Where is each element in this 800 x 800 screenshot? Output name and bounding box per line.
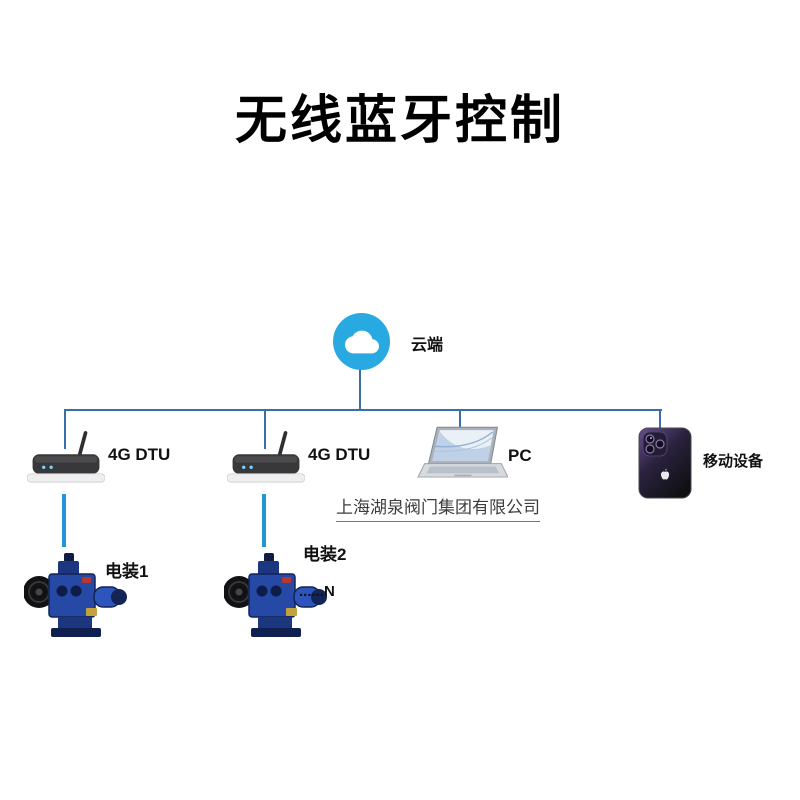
router-icon (26, 427, 106, 494)
dtu1-label: 4G DTU (108, 445, 171, 464)
line-dtu1-to-actuator1 (62, 494, 66, 547)
line-bus-to-mobile (659, 409, 661, 431)
actuator2-label: 电装2 (303, 545, 347, 564)
line-bus-to-dtu2 (264, 409, 266, 449)
electric-actuator-icon (223, 550, 328, 647)
actuator1-label: 电装1 (105, 562, 149, 581)
smartphone-icon (635, 427, 695, 504)
router-icon (226, 427, 306, 494)
electric-actuator-icon (23, 550, 128, 647)
actuator2-sublabel: ......N (299, 583, 335, 600)
cloud-glyph (344, 330, 379, 353)
line-bus-to-dtu1 (64, 409, 66, 449)
line-dtu2-to-actuator2 (262, 494, 266, 547)
page-title: 无线蓝牙控制 (234, 92, 565, 150)
laptop-icon (416, 426, 509, 489)
cloud-label: 云端 (411, 337, 444, 354)
pc-label: PC (508, 446, 532, 465)
line-bus-to-pc (459, 409, 461, 433)
line-cloud-to-bus (359, 368, 361, 410)
bus-line (64, 409, 662, 411)
company-watermark: 上海湖泉阀门集团有限公司 (336, 493, 540, 522)
dtu2-label: 4G DTU (308, 445, 371, 464)
cloud-icon (333, 313, 390, 370)
mobile-label: 移动设备 (703, 453, 764, 470)
